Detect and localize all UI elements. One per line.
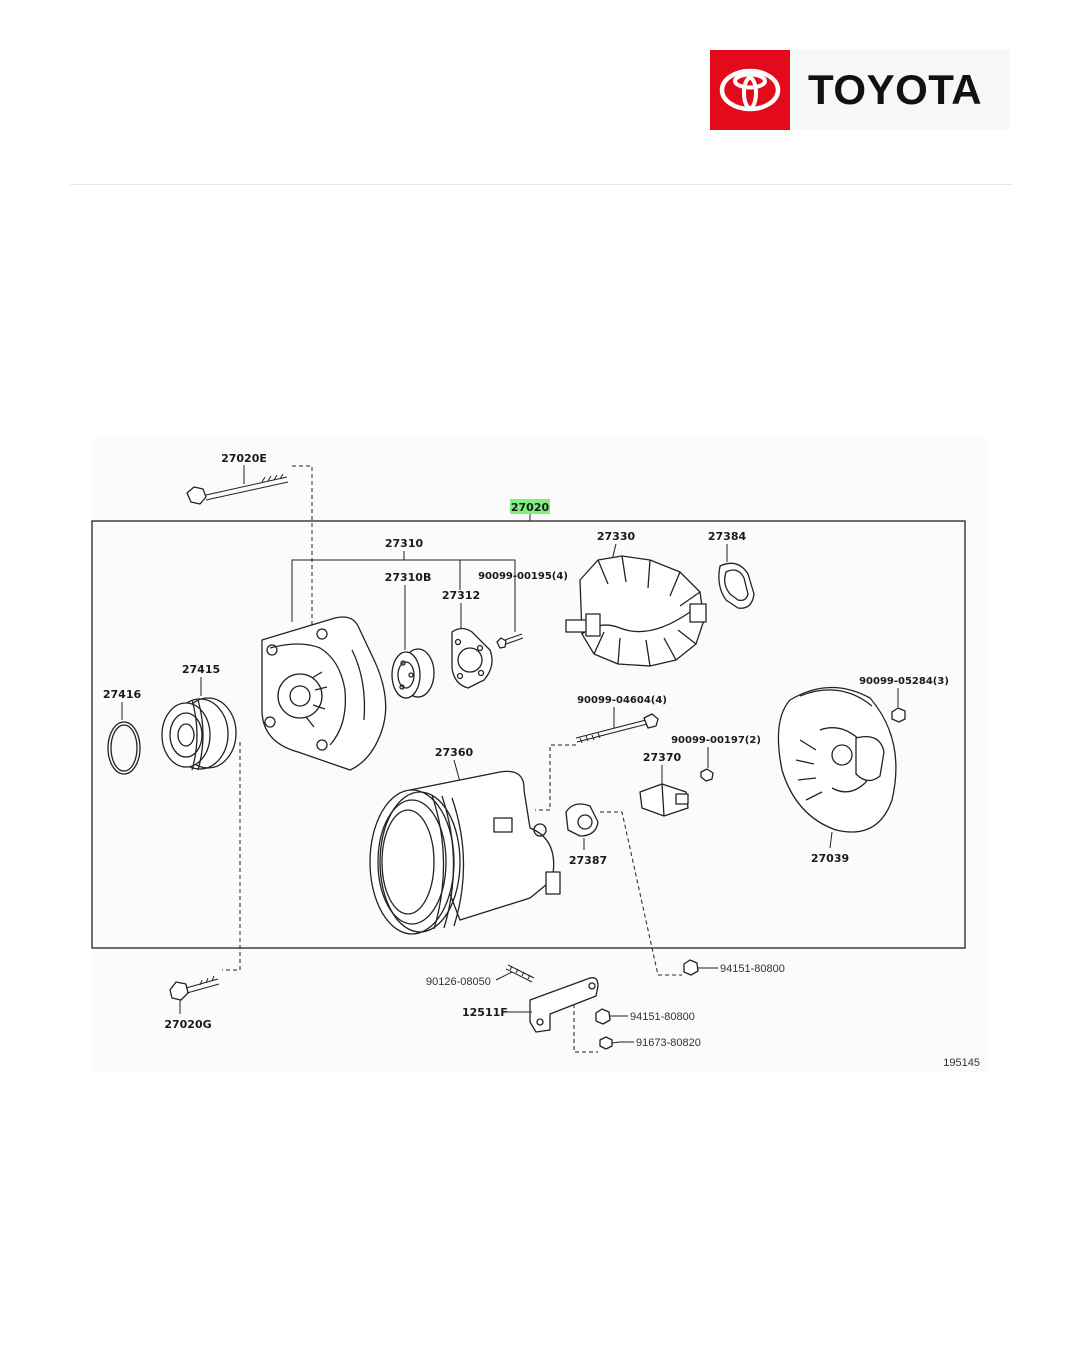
stud-90126-08050[interactable]: [505, 964, 535, 983]
label-27384: 27384: [708, 530, 747, 543]
regulator-27387[interactable]: [565, 803, 599, 837]
bolt-91673-80820[interactable]: [599, 1036, 621, 1050]
label-94151-80800-a: 94151-80800: [720, 963, 785, 975]
dashed-guide: [292, 465, 313, 640]
screw-90099-00195[interactable]: [496, 633, 524, 649]
dashed-guide: [573, 1004, 598, 1053]
label-90099-04604: 90099-04604(4): [577, 695, 667, 706]
dashed-guide: [600, 811, 682, 976]
label-27415: 27415: [182, 663, 220, 676]
label-27416: 27416: [103, 688, 142, 701]
label-90126-08050: 90126-08050: [426, 976, 491, 988]
screw-90099-00197[interactable]: [700, 768, 714, 782]
label-27310: 27310: [385, 537, 424, 550]
header-divider: [70, 184, 1012, 185]
rotor-27330[interactable]: [565, 555, 707, 667]
label-27310B: 27310B: [385, 571, 432, 584]
toyota-logo: TOYOTA: [710, 50, 1010, 130]
rear-cover-27039[interactable]: [777, 686, 897, 833]
brush-holder-27370[interactable]: [639, 783, 689, 817]
bolt-90099-04604[interactable]: [575, 713, 659, 744]
nut-94151-80800-b[interactable]: [595, 1008, 611, 1025]
dashed-guide: [222, 742, 241, 971]
label-90099-00195: 90099-00195(4): [478, 571, 568, 582]
label-27360: 27360: [435, 746, 474, 759]
label-27370: 27370: [643, 751, 682, 764]
bolt-27020E[interactable]: [186, 465, 289, 505]
bolt-27020G[interactable]: [169, 975, 220, 1001]
label-27020G: 27020G: [164, 1018, 211, 1031]
gasket-27384[interactable]: [718, 562, 755, 609]
label-27330: 27330: [597, 530, 636, 543]
label-94151-80800-b: 94151-80800: [630, 1011, 695, 1023]
nut-94151-80800-a[interactable]: [683, 959, 699, 976]
assembly-highlight: [510, 499, 550, 514]
retainer-plate-27312[interactable]: [451, 627, 493, 689]
assembly-boundary: [91, 520, 966, 949]
label-90099-00197: 90099-00197(2): [671, 735, 761, 746]
rectifier-housing-27360[interactable]: [369, 770, 561, 935]
label-27387: 27387: [569, 854, 607, 867]
label-12511F: 12511F: [462, 1006, 508, 1019]
label-91673-80820: 91673-80820: [636, 1037, 701, 1049]
bracket-12511F[interactable]: [529, 977, 599, 1033]
nut-90099-05284[interactable]: [891, 707, 906, 723]
ring-27416[interactable]: [107, 721, 141, 775]
drive-end-frame[interactable]: [261, 616, 387, 771]
pulley-27415[interactable]: [161, 697, 237, 771]
toyota-emblem-icon: [710, 50, 790, 130]
label-90099-05284: 90099-05284(3): [859, 676, 949, 687]
label-27039: 27039: [811, 852, 849, 865]
label-27020E: 27020E: [221, 452, 267, 465]
label-27312: 27312: [442, 589, 480, 602]
brand-name: TOYOTA: [808, 66, 983, 113]
bearing-27310B[interactable]: [391, 648, 435, 699]
dashed-guide: [535, 744, 576, 811]
label-27020[interactable]: 27020: [511, 501, 550, 514]
figure-code: 195145: [943, 1057, 980, 1069]
